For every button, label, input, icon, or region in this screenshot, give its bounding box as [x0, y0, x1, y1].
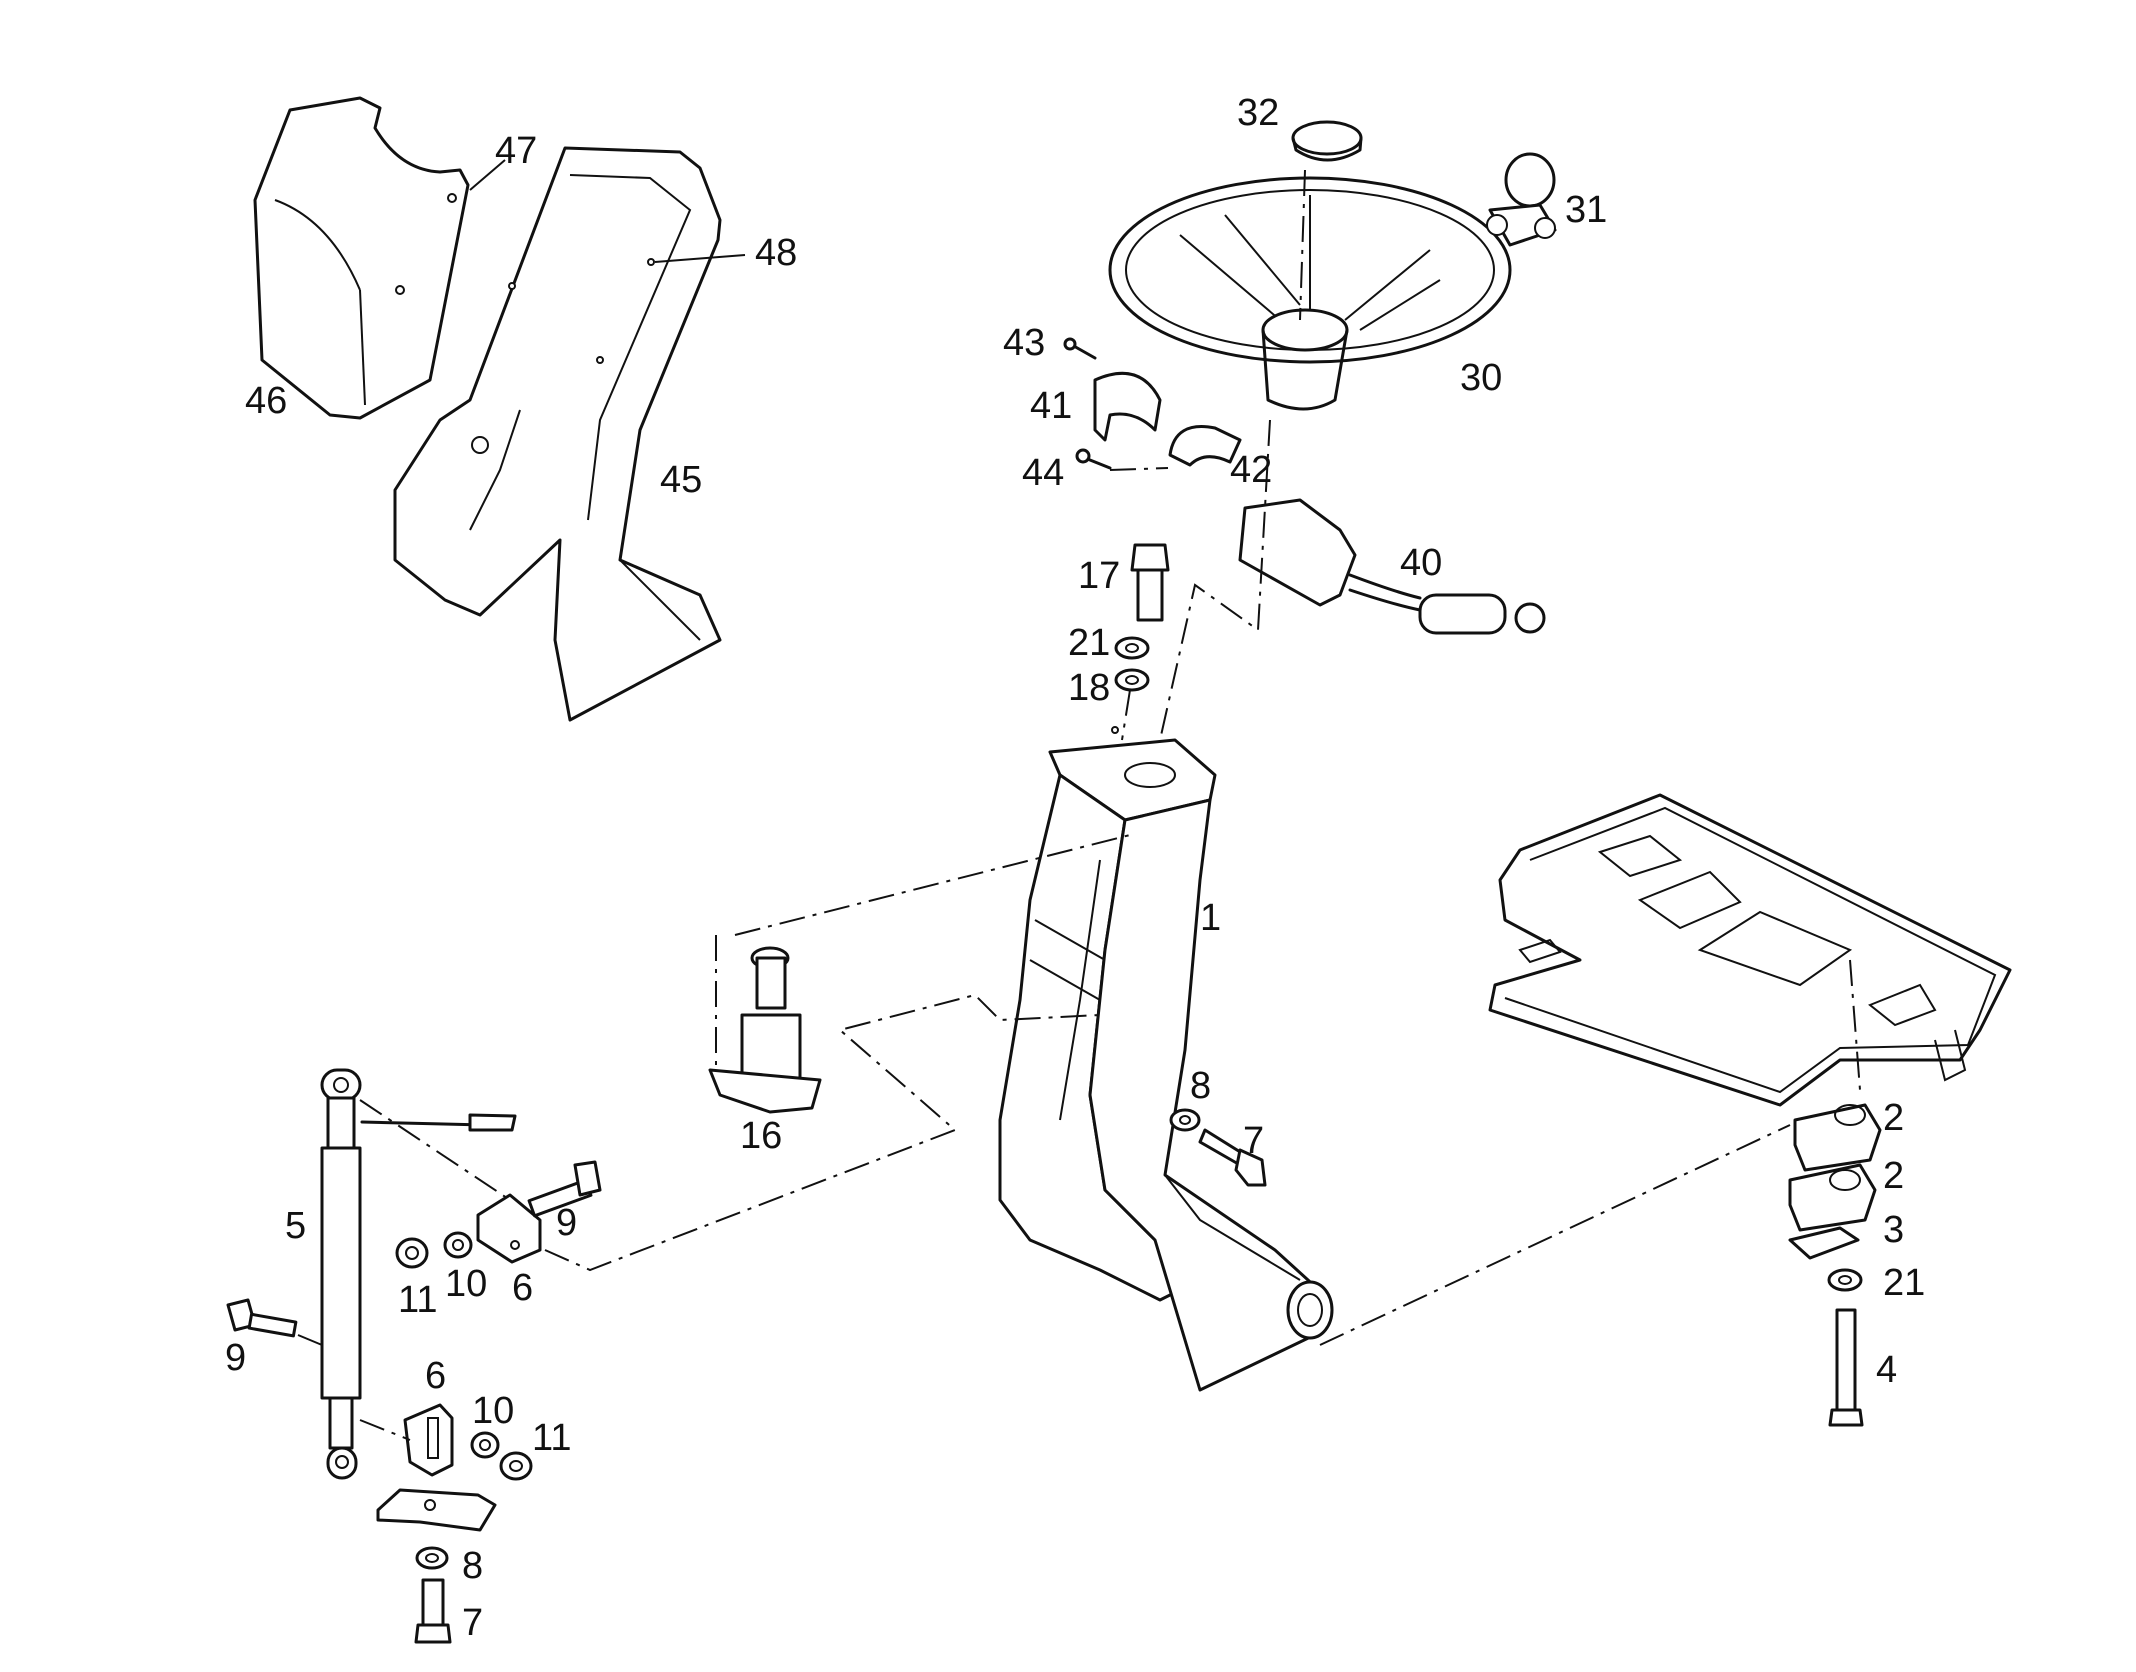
callout-4: 4 — [1876, 1349, 1897, 1391]
callout-10a: 10 — [445, 1263, 487, 1305]
callout-30: 30 — [1460, 357, 1502, 399]
nut-part-11-lower — [499, 1451, 533, 1481]
callout-46: 46 — [245, 380, 287, 422]
washer-part-8-lower — [415, 1546, 449, 1570]
nut-part-11-upper — [395, 1237, 429, 1269]
callout-7b: 7 — [462, 1602, 483, 1644]
bolt-part-9-upper — [527, 1160, 602, 1218]
callout-43: 43 — [1003, 322, 1045, 364]
callout-41: 41 — [1030, 385, 1072, 427]
callout-11a: 11 — [398, 1279, 437, 1321]
callout-21b: 21 — [1883, 1262, 1925, 1304]
callout-10b: 10 — [472, 1390, 514, 1432]
callout-5: 5 — [285, 1205, 306, 1247]
callouts: 1 2 2 3 21 4 5 6 6 7 7 8 8 9 9 10 10 11 … — [225, 92, 1925, 1644]
callout-2b: 2 — [1883, 1155, 1904, 1197]
steering-unit-part-16 — [708, 834, 1131, 1114]
screw-part-43 — [1063, 337, 1097, 360]
washer-part-10-upper — [443, 1231, 473, 1259]
callout-6a: 6 — [512, 1267, 533, 1309]
leader-47 — [469, 159, 506, 191]
callout-9b: 9 — [225, 1337, 246, 1379]
washer-part-10-lower — [470, 1431, 500, 1459]
callout-3: 3 — [1883, 1209, 1904, 1251]
callout-42: 42 — [1230, 449, 1272, 491]
washer-part-21 — [1114, 636, 1150, 660]
callout-21a: 21 — [1068, 622, 1110, 664]
switch-part-40 — [1159, 419, 1546, 741]
column-part-1 — [998, 726, 1334, 1392]
screw-part-44 — [1075, 448, 1169, 471]
callout-7a: 7 — [1243, 1120, 1264, 1162]
clamp-part-42 — [1168, 425, 1242, 467]
callout-40: 40 — [1400, 542, 1442, 584]
bolt-part-7-column — [1198, 1128, 1267, 1187]
callout-16: 16 — [740, 1115, 782, 1157]
bolt-part-9-lower — [226, 1298, 323, 1346]
callout-9a: 9 — [556, 1202, 577, 1244]
callout-32: 32 — [1237, 92, 1279, 134]
callout-18: 18 — [1068, 667, 1110, 709]
block-part-2-upper — [1793, 1103, 1882, 1172]
floor-plate — [1488, 793, 2012, 1107]
steering-wheel-part-30 — [1108, 176, 1512, 411]
block-part-2-lower — [1788, 1163, 1877, 1232]
callout-47: 47 — [495, 130, 537, 172]
callout-11b: 11 — [532, 1417, 571, 1459]
bracket-plate — [376, 1488, 497, 1532]
callout-8a: 8 — [1190, 1065, 1211, 1107]
bolt-part-4 — [1319, 1124, 1864, 1427]
cover-part-46 — [253, 96, 470, 420]
cover-part-45 — [393, 146, 722, 722]
callout-1: 1 — [1200, 897, 1221, 939]
callout-17: 17 — [1078, 555, 1120, 597]
washer-part-18 — [1114, 668, 1150, 741]
bolt-part-17 — [1130, 543, 1170, 622]
clevis-part-6-lower — [359, 1403, 454, 1477]
plate-part-3 — [1788, 1226, 1860, 1260]
callout-2a: 2 — [1883, 1097, 1904, 1139]
callout-31: 31 — [1565, 189, 1607, 231]
callout-6b: 6 — [425, 1355, 446, 1397]
callout-48: 48 — [755, 232, 797, 274]
clamp-part-41 — [1093, 371, 1162, 442]
callout-8b: 8 — [462, 1545, 483, 1587]
leader-48 — [654, 254, 746, 263]
cap-part-32 — [1291, 120, 1363, 321]
callout-45: 45 — [660, 459, 702, 501]
callout-44: 44 — [1022, 452, 1064, 494]
clevis-part-6-upper — [476, 1193, 542, 1264]
bolt-part-7-lower — [414, 1578, 452, 1644]
washer-part-21-mount — [1827, 1268, 1863, 1292]
washer-part-8-column — [1169, 1108, 1201, 1132]
assembly-lines — [544, 993, 1101, 1272]
gas-strut-part-5 — [320, 1068, 517, 1480]
knob-part-31 — [1486, 152, 1557, 247]
